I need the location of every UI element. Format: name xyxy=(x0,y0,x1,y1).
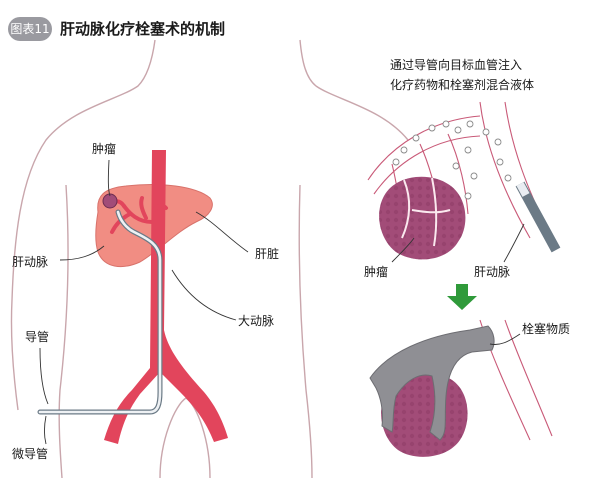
label-microcatheter: 微导管 xyxy=(12,446,48,461)
label-catheter: 导管 xyxy=(25,329,49,344)
label-aorta: 大动脉 xyxy=(238,313,274,328)
embolic-material-fill xyxy=(369,325,495,441)
caption-line-2: 化疗药物和栓塞剂混合液体 xyxy=(390,77,534,92)
label-hepatic-artery-right: 肝动脉 xyxy=(474,264,510,279)
label-liver: 肝脏 xyxy=(255,246,279,261)
figure-title: 肝动脉化疗栓塞术的机制 xyxy=(60,20,226,38)
aorta-vessel xyxy=(104,150,228,444)
body-outline xyxy=(10,39,409,479)
label-tumor: 肿瘤 xyxy=(92,141,116,156)
label-hepatic-artery: 肝动脉 xyxy=(12,254,48,269)
caption-line-1: 通过导管向目标血管注入 xyxy=(390,57,522,72)
tumor-marker xyxy=(102,193,118,209)
down-arrow-icon xyxy=(447,284,477,310)
vessel-diagram-bottom xyxy=(369,319,553,457)
figure-number-badge: 图表11 xyxy=(8,17,52,41)
label-embolic-material: 栓塞物质 xyxy=(522,321,570,336)
label-tumor-right: 肿瘤 xyxy=(364,264,388,279)
vessel-diagram-top xyxy=(367,101,561,260)
